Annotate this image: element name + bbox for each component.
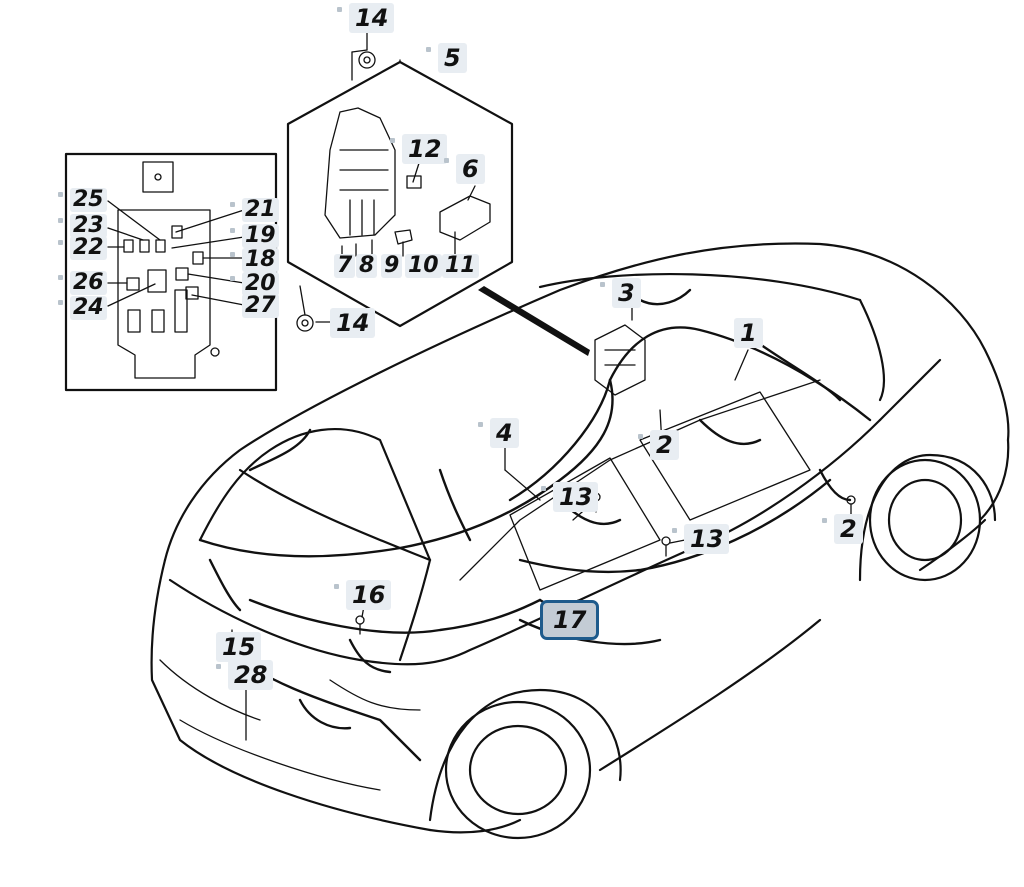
callout-13-left[interactable]: 13 <box>541 482 599 513</box>
callout-number: 27 <box>245 293 276 318</box>
callout-number: 17 <box>553 606 587 634</box>
car-body <box>150 242 1010 834</box>
callout-number: 9 <box>384 253 400 278</box>
callout-number: 24 <box>73 295 104 320</box>
callout-11[interactable]: 11 <box>442 253 479 279</box>
callout-number: 2 <box>840 515 857 543</box>
callout-marker <box>426 47 431 52</box>
leader-lines <box>231 304 852 741</box>
callout-4[interactable]: 4 <box>478 418 519 449</box>
callout-15[interactable]: 15 <box>216 632 262 663</box>
callout-number: 14 <box>355 4 389 32</box>
bolt-2 <box>846 495 856 515</box>
callout-number: 8 <box>359 253 375 278</box>
callout-number: 10 <box>408 253 439 278</box>
bolt-16 <box>355 615 365 635</box>
callout-number: 25 <box>73 187 104 212</box>
callout-number: 18 <box>245 247 276 272</box>
callout-marker <box>230 252 235 257</box>
fuse-box-inset <box>64 152 278 392</box>
callout-27[interactable]: 27 <box>242 293 279 319</box>
callout-number: 5 <box>444 44 461 72</box>
front-wheel <box>858 453 997 582</box>
callout-13-right[interactable]: 13 <box>672 524 730 555</box>
callout-number: 16 <box>352 581 386 609</box>
callout-marker <box>337 7 342 12</box>
callout-9[interactable]: 9 <box>381 253 403 279</box>
callout-marker <box>822 518 827 523</box>
callout-14-bottom[interactable]: 14 <box>330 308 376 339</box>
callout-marker <box>58 218 63 223</box>
callout-number: 4 <box>496 419 513 447</box>
callout-8[interactable]: 8 <box>356 253 378 279</box>
callout-number: 20 <box>245 271 276 296</box>
callout-24[interactable]: 24 <box>58 295 107 321</box>
callout-2-lower[interactable]: 2 <box>822 514 863 545</box>
callout-number: 26 <box>73 270 104 295</box>
callout-28[interactable]: 28 <box>216 660 274 691</box>
callout-number: 14 <box>336 309 370 337</box>
rear-wheel <box>428 688 622 840</box>
junction-block <box>594 324 646 396</box>
callout-number: 15 <box>222 633 256 661</box>
callout-number: 3 <box>618 279 635 307</box>
callout-marker <box>334 584 339 589</box>
callout-25[interactable]: 25 <box>58 187 107 213</box>
callout-2-upper[interactable]: 2 <box>638 430 679 461</box>
callout-14-top[interactable]: 14 <box>337 3 395 34</box>
nut-bottom <box>296 285 339 332</box>
callout-marker <box>600 282 605 287</box>
callout-21[interactable]: 21 <box>230 197 279 223</box>
callout-number: 6 <box>462 155 479 183</box>
callout-number: 7 <box>337 253 353 278</box>
callout-number: 22 <box>73 235 104 260</box>
callout-number: 12 <box>408 135 442 163</box>
callout-1[interactable]: 1 <box>734 318 763 349</box>
callout-marker <box>638 434 643 439</box>
callout-marker <box>58 192 63 197</box>
callout-marker <box>541 486 546 491</box>
callout-number: 2 <box>656 431 673 459</box>
callout-marker <box>216 664 221 669</box>
callout-22[interactable]: 22 <box>58 235 107 261</box>
callout-23[interactable]: 23 <box>58 213 107 239</box>
callout-7[interactable]: 7 <box>334 253 356 279</box>
nut-top <box>351 27 376 81</box>
callout-17-selected[interactable]: 17 <box>540 600 600 641</box>
callout-marker <box>478 422 483 427</box>
callout-marker <box>444 158 449 163</box>
callout-10[interactable]: 10 <box>405 253 442 279</box>
callout-18[interactable]: 18 <box>230 247 279 273</box>
callout-26[interactable]: 26 <box>58 270 107 296</box>
module-hexagon <box>286 59 514 328</box>
callout-marker <box>58 275 63 280</box>
callout-3[interactable]: 3 <box>600 278 641 309</box>
callout-number: 13 <box>690 525 724 553</box>
callout-number: 19 <box>245 223 276 248</box>
callout-5[interactable]: 5 <box>426 43 467 74</box>
callout-number: 11 <box>445 253 476 278</box>
callout-marker <box>58 240 63 245</box>
callout-number: 1 <box>740 319 757 347</box>
callout-marker <box>230 202 235 207</box>
pointer-wedge <box>478 286 590 356</box>
callout-number: 23 <box>73 213 104 238</box>
bolt-13b <box>661 536 671 557</box>
callout-12[interactable]: 12 <box>390 134 448 165</box>
callout-marker <box>230 228 235 233</box>
callout-number: 21 <box>245 197 276 222</box>
callout-marker <box>390 138 395 143</box>
callout-marker <box>58 300 63 305</box>
callout-19[interactable]: 19 <box>230 223 279 249</box>
callout-marker <box>672 528 677 533</box>
callout-6[interactable]: 6 <box>444 154 485 185</box>
callout-20[interactable]: 20 <box>230 271 279 297</box>
callout-number: 13 <box>559 483 593 511</box>
callout-marker <box>230 276 235 281</box>
callout-16[interactable]: 16 <box>334 580 392 611</box>
callout-number: 28 <box>234 661 268 689</box>
